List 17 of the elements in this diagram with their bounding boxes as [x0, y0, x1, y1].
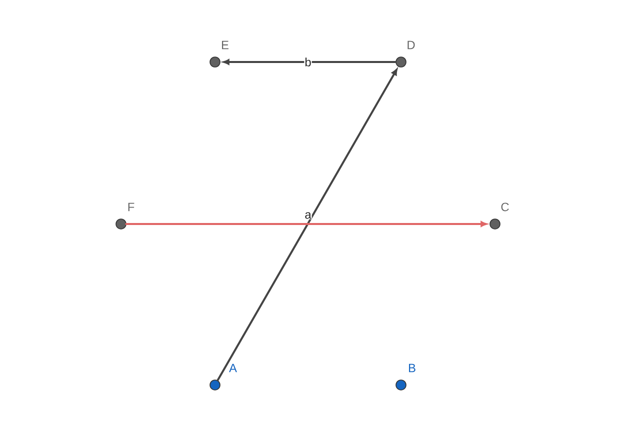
point-label: A: [229, 364, 237, 372]
point-marker: [210, 380, 220, 390]
point-label: C: [501, 202, 509, 212]
point-label: F: [128, 202, 134, 212]
point-label: E: [222, 40, 228, 50]
point-marker: [396, 56, 406, 68]
edge-label: a: [304, 212, 312, 220]
point-marker: [490, 218, 500, 230]
point-marker: [210, 56, 220, 68]
arrow: [125, 221, 487, 227]
arrow: [216, 68, 398, 382]
edge-label: b: [304, 57, 312, 67]
point-marker: [116, 218, 126, 230]
point-label: D: [408, 40, 415, 50]
point-marker: [396, 380, 406, 390]
point-label: B: [409, 364, 416, 372]
arrow: [223, 59, 397, 65]
